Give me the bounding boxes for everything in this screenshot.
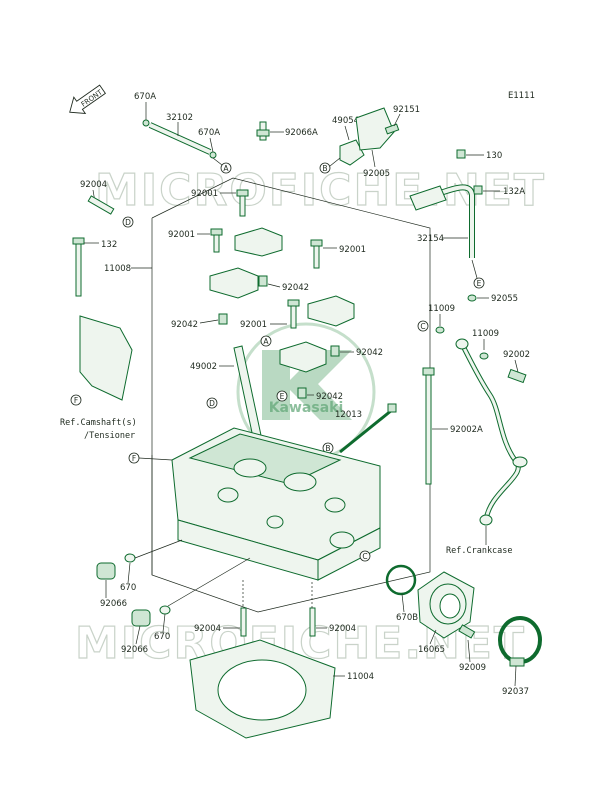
label-11004: 11004 <box>347 672 374 682</box>
bolt-92002 <box>507 368 527 384</box>
o-ring-670-b <box>159 605 171 615</box>
pipe-12013 <box>339 408 393 454</box>
stud-92004-b <box>240 607 247 637</box>
stud-92004-top <box>87 195 115 215</box>
callout-A-mid: A <box>263 337 269 346</box>
dowel-92042-c <box>330 345 340 357</box>
dowel-92042-d <box>297 387 307 399</box>
label-49054: 49054 <box>332 116 359 126</box>
label-92001-d: 92001 <box>240 320 267 330</box>
cam-cap-left <box>209 267 259 299</box>
ref-camshaft-line2: /Tensioner <box>84 431 135 441</box>
dowel-92042-a <box>258 275 268 287</box>
bolt-92002A <box>425 371 432 485</box>
label-132: 132 <box>101 240 117 250</box>
cam-cap-right <box>307 295 355 327</box>
camshaft-bracket <box>79 315 133 401</box>
label-670B: 670B <box>396 613 418 623</box>
label-132A: 132A <box>503 187 525 197</box>
label-11009-b: 11009 <box>472 329 499 339</box>
label-92151: 92151 <box>393 105 420 115</box>
cam-cap-center <box>279 341 327 373</box>
label-92002A: 92002A <box>450 425 483 435</box>
thermostat-49054 <box>339 139 365 166</box>
label-32102: 32102 <box>166 113 193 123</box>
diagram-code: E1111 <box>508 91 535 101</box>
bolt-92009 <box>458 624 476 639</box>
label-92005: 92005 <box>363 169 390 179</box>
callout-D-left: D <box>125 218 131 227</box>
label-12013: 12013 <box>335 410 362 420</box>
water-pipe-32102 <box>149 123 211 154</box>
label-92042-c: 92042 <box>356 348 383 358</box>
label-92004-top: 92004 <box>80 180 107 190</box>
ref-crankcase: Ref.Crankcase <box>446 546 513 556</box>
label-11008: 11008 <box>104 264 131 274</box>
kawasaki-logo: Kawasaki <box>236 322 376 462</box>
callout-D-mid: D <box>209 399 215 408</box>
label-670A-mid: 670A <box>198 128 220 138</box>
label-16065: 16065 <box>418 645 445 655</box>
bolt-132 <box>75 239 82 297</box>
callout-C-right: C <box>420 322 425 331</box>
o-ring-670A-top <box>142 119 150 127</box>
bolt-92001-d <box>290 303 297 329</box>
label-92042-b: 92042 <box>171 320 198 330</box>
label-92055: 92055 <box>491 294 518 304</box>
callout-B-top: B <box>322 164 327 173</box>
washer-11009-b <box>479 352 489 360</box>
callout-F-mid: F <box>132 454 136 463</box>
label-92009: 92009 <box>459 663 486 673</box>
label-92004-b: 92004 <box>194 624 221 634</box>
label-92042-d: 92042 <box>316 392 343 402</box>
callout-E-right: E <box>477 279 482 288</box>
bolt-92151 <box>384 123 400 135</box>
label-92042-a: 92042 <box>282 283 309 293</box>
label-670-a: 670 <box>120 583 136 593</box>
label-670-b: 670 <box>154 632 170 642</box>
exhaust-port <box>329 531 355 549</box>
front-arrow-icon: FRONT <box>69 84 106 115</box>
bolt-92001-a <box>239 193 246 217</box>
callout-C-mid: C <box>362 552 367 561</box>
o-ring-670-a <box>124 553 136 563</box>
plug-92066-a <box>96 562 116 580</box>
label-92066-b: 92066 <box>121 645 148 655</box>
callout-A-top: A <box>223 164 229 173</box>
bolt-92001-c <box>313 243 320 269</box>
label-92066A: 92066A <box>285 128 318 138</box>
o-ring-92055 <box>467 294 477 302</box>
label-92004-c: 92004 <box>329 624 356 634</box>
label-92001-c: 92001 <box>339 245 366 255</box>
washer-11009-a <box>435 326 445 334</box>
bolt-130 <box>456 149 466 159</box>
cam-cap-upper <box>234 227 283 257</box>
o-ring-670B <box>385 564 417 596</box>
plug-92066-b <box>131 609 151 627</box>
label-92001-b: 92001 <box>168 230 195 240</box>
label-92066-a: 92066 <box>100 599 127 609</box>
callout-F-left: F <box>74 396 78 405</box>
label-92002: 92002 <box>503 350 530 360</box>
label-32154: 32154 <box>417 234 444 244</box>
thermostat-cover-92005 <box>355 107 395 151</box>
logo-text: Kawasaki <box>269 400 344 416</box>
label-130: 130 <box>486 151 502 161</box>
o-ring-670A-mid <box>209 151 217 159</box>
label-11009-a: 11009 <box>428 304 455 314</box>
label-92001-a: 92001 <box>191 189 218 199</box>
ref-camshaft-line1: Ref.Camshaft(s) <box>60 418 137 428</box>
label-49002: 49002 <box>190 362 217 372</box>
label-92037: 92037 <box>502 687 529 697</box>
callout-B-mid: B <box>325 444 330 453</box>
label-670A-top: 670A <box>134 92 156 102</box>
callout-E-mid: E <box>280 392 285 401</box>
bolt-132A <box>473 185 483 195</box>
dowel-92042-b <box>218 313 228 325</box>
stud-92004-c <box>309 607 316 637</box>
pipe-bracket <box>409 185 447 211</box>
